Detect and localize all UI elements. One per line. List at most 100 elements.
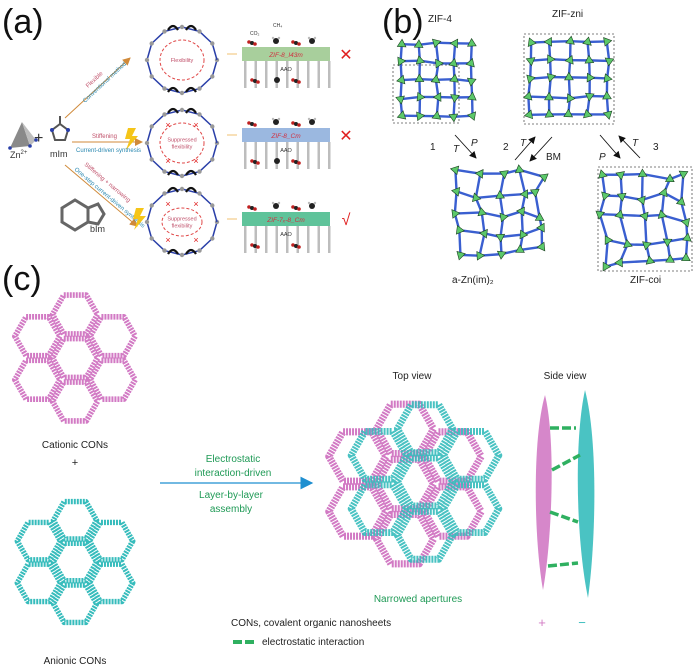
label-t: T [632, 138, 639, 149]
co2-molecule-icon [250, 243, 254, 247]
zn-tetrahedron-icon [397, 56, 407, 67]
zn-tetrahedron-icon [563, 108, 574, 118]
zn-tetrahedron-icon [664, 173, 675, 183]
lightning-icon [133, 208, 146, 230]
zn-tetrahedron-icon [539, 173, 549, 183]
structure-label-zif-4: ZIF-4 [428, 14, 452, 25]
check-icon: √ [342, 212, 351, 229]
flexibility-circle [161, 207, 203, 237]
structure-label-zif-coi: ZIF-coi [630, 275, 661, 286]
zn-tetrahedron-icon [435, 58, 444, 69]
zn-tetrahedron-icon [396, 110, 407, 120]
aao-pillar [265, 226, 268, 253]
hexagonal-pore [50, 498, 100, 542]
zn-tetrahedron-icon [449, 73, 459, 83]
aao-pillar [317, 142, 320, 169]
zn-tetrahedron-icon [616, 192, 627, 202]
ch4-molecule-icon [309, 38, 315, 44]
ch4-molecule-icon [273, 203, 279, 209]
zn-tetrahedron-icon [586, 72, 596, 83]
bim-label: bIm [90, 224, 105, 234]
aao-pillar [265, 142, 268, 169]
membrane-label: ZIF-8_I43m [268, 52, 303, 59]
zn-tetrahedron-icon [477, 206, 488, 217]
ch4-molecule-icon [273, 38, 279, 44]
zn-tetrahedron-icon [499, 212, 509, 223]
co2-molecule-icon [291, 121, 295, 125]
hexagonal-pore [440, 481, 503, 537]
zn-tetrahedron-icon [636, 195, 646, 206]
zn-tetrahedron-icon [523, 109, 534, 120]
zn-tetrahedron-icon [543, 36, 552, 47]
membrane-label: ZIF-8_Cm [270, 133, 301, 140]
stacked-cons-top-view [325, 400, 503, 568]
electrostatic-interaction-line [547, 561, 579, 568]
aao-pillar [307, 61, 310, 88]
hexagonal-pore [49, 335, 101, 381]
zn-tetrahedron-icon [396, 74, 406, 85]
panel-c: Cationic CONs + Anionic CONs Electrostat… [12, 292, 595, 667]
zn-tetrahedron-icon [546, 73, 557, 83]
zn-tetrahedron-icon [448, 57, 458, 68]
ring-label: Flexibility [171, 58, 194, 64]
zn-tetrahedron-icon [536, 241, 546, 252]
hexagonal-pore [49, 379, 101, 424]
hexagonal-pore [50, 540, 100, 584]
cationic-con-sheet [12, 292, 138, 424]
zif-ring-1: Flexibility [144, 24, 220, 96]
ch4-molecule-icon [274, 158, 280, 164]
top-view-label: Top view [393, 371, 433, 382]
membrane-layer [242, 128, 330, 142]
a-zn-im2-structure [449, 164, 549, 261]
zn-tetrahedron-icon [682, 232, 692, 242]
zn-tetrahedron-icon [431, 110, 442, 120]
legend-cons: CONs, covalent organic nanosheets [231, 618, 391, 629]
zn-tetrahedron-icon [476, 250, 486, 261]
ring-label: Suppressed [167, 217, 196, 223]
zn-tetrahedron-icon [637, 168, 648, 178]
aao-pillar [296, 61, 299, 88]
zn-tetrahedron-icon [614, 257, 623, 268]
aao-pillar [254, 226, 257, 253]
zn-tetrahedron-icon [495, 190, 505, 199]
label-t: T [520, 138, 527, 149]
zif-coi-structure [595, 166, 693, 272]
co2-molecule-icon [291, 159, 295, 163]
zn-tetrahedron-icon [675, 196, 686, 206]
zn-tetrahedron-icon [602, 110, 613, 120]
panel-label-b: (b) [382, 3, 424, 41]
zn-tetrahedron-icon [681, 252, 691, 262]
ch4-label: CH₄ [273, 23, 282, 29]
hexagonal-pore [372, 510, 438, 568]
aao-pillar [254, 142, 257, 169]
zn-tetrahedron-icon [431, 38, 442, 49]
panel-a: Zn2+ + mIm bIm Flexible Conventional met… [8, 23, 353, 258]
aao-pillar [275, 142, 278, 169]
ch4-molecule-icon [274, 77, 280, 83]
hexagonal-pore [12, 357, 63, 403]
aao-pillar [328, 142, 331, 169]
aao-label: AAO [280, 67, 292, 73]
path-number-2: 2 [503, 142, 509, 153]
hexagonal-pore [86, 561, 136, 605]
mim-label: mIm [50, 149, 68, 159]
zn-tetrahedron-icon [527, 37, 537, 47]
zn-tetrahedron-icon [544, 91, 554, 101]
flexibility-circle [159, 39, 205, 81]
zn-tetrahedron-icon [547, 54, 556, 65]
transition-arrows [454, 134, 641, 162]
route-2-top: Stiffening [92, 134, 117, 140]
label-t: T [453, 144, 460, 155]
blocked-x-icon: × [193, 199, 198, 209]
zn-tetrahedron-icon [603, 37, 613, 47]
arrow-label-bottom-1: Layer-by-layer [199, 490, 264, 501]
path-number-1: 1 [430, 142, 436, 153]
hexagonal-pore [14, 519, 64, 563]
zn-tetrahedron-icon [415, 55, 426, 65]
plus-sign: + [34, 130, 43, 147]
